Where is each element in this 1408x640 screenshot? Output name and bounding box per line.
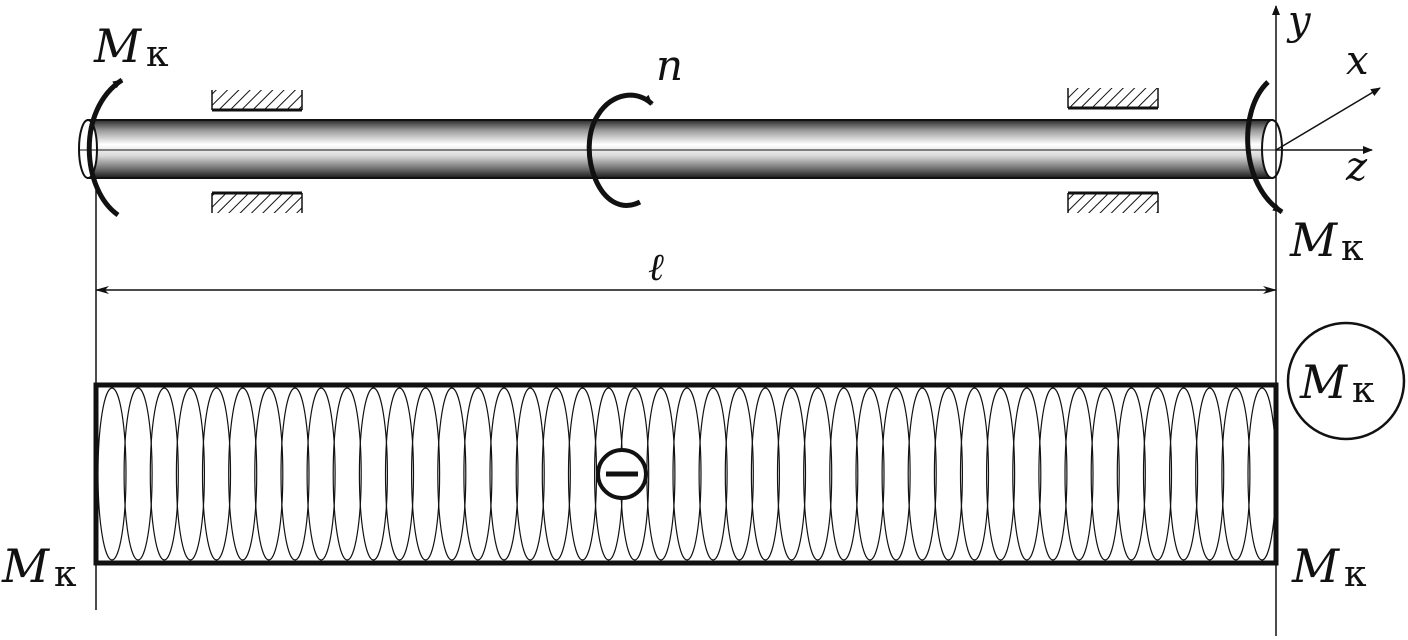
hatch-coil <box>306 387 336 561</box>
bearing-left <box>211 90 303 213</box>
hatch-coil <box>254 387 284 561</box>
svg-text:к: к <box>146 34 169 75</box>
hatch-coil <box>1038 387 1068 561</box>
hatch-coil <box>959 387 990 561</box>
bearing-right-top <box>1068 88 1158 108</box>
hatch-coil <box>724 387 754 561</box>
hatch-coil <box>933 387 964 561</box>
x-axis-line <box>1275 87 1381 151</box>
hatch-coil <box>384 387 415 561</box>
hatch-coil <box>541 387 571 561</box>
hatch-coil <box>201 387 232 561</box>
hatch-coil <box>280 387 310 561</box>
svg-text:к: к <box>54 554 77 595</box>
moment-label-bottom-left: M к <box>1 539 77 595</box>
hatch-coil <box>411 387 441 561</box>
torque-diagram <box>93 382 1279 566</box>
bearing-left-bottom <box>212 193 302 213</box>
moment-label-top-right: M к <box>1289 213 1364 269</box>
hatch-coil <box>228 387 258 561</box>
torque-arrow-right <box>1245 80 1284 215</box>
svg-text:M: M <box>93 19 143 73</box>
bearing-right-bottom <box>1068 193 1158 213</box>
svg-text:к: к <box>1344 554 1367 595</box>
hatch-coil <box>907 387 937 561</box>
hatch-coil <box>1064 387 1094 561</box>
hatch-coil <box>646 387 676 561</box>
hatch-coil <box>855 387 885 561</box>
torque-hatching <box>97 387 1277 561</box>
hatch-coil <box>698 387 728 561</box>
hatch-coil <box>1116 387 1146 561</box>
hatch-coil <box>750 387 781 561</box>
hatch-coil <box>1168 387 1199 561</box>
hatch-coil <box>123 387 153 561</box>
bearing-left-top <box>212 90 302 110</box>
axis-z-label: z <box>1345 144 1368 190</box>
hatch-coil <box>332 387 362 561</box>
shaft <box>78 119 1283 179</box>
hatch-coil <box>149 387 179 561</box>
axis-y-label: y <box>1286 0 1312 44</box>
hatch-coil <box>358 387 388 561</box>
hatch-coil <box>1090 387 1120 561</box>
hatch-coil <box>175 387 205 561</box>
rotation-arrow-center <box>586 92 654 208</box>
hatch-coil <box>515 387 545 561</box>
hatch-coil <box>1195 387 1225 561</box>
hatch-coil <box>1012 387 1042 561</box>
svg-text:к: к <box>1341 228 1364 269</box>
svg-text:M: M <box>1299 355 1349 409</box>
diagram-legend-circle: M к <box>1286 321 1406 441</box>
moment-label-top-left: M к <box>93 19 169 75</box>
hatch-coil <box>672 387 702 561</box>
shaft-body <box>87 119 1273 179</box>
moment-label-bottom-right: M к <box>1291 539 1367 595</box>
hatch-coil <box>881 387 911 561</box>
speed-label: n <box>656 41 683 90</box>
hatch-coil <box>1142 387 1173 561</box>
hatch-coil <box>463 387 493 561</box>
length-label: ℓ <box>648 245 664 289</box>
torque-arrow-left <box>86 77 124 218</box>
hatch-coil <box>1221 387 1251 561</box>
hatch-coil <box>567 387 598 561</box>
hatch-coil <box>776 387 807 561</box>
svg-text:M: M <box>1289 213 1339 267</box>
hatch-coil <box>829 387 859 561</box>
hatch-coil <box>489 387 519 561</box>
hatch-coil <box>985 387 1016 561</box>
hatch-coil <box>97 387 127 561</box>
torque-diagram-frame <box>93 382 1279 566</box>
axis-x-label: x <box>1346 38 1369 84</box>
hatch-coil <box>1247 387 1277 561</box>
svg-text:M: M <box>1 539 51 593</box>
hatch-coil <box>803 387 833 561</box>
svg-text:к: к <box>1352 370 1375 411</box>
svg-text:M: M <box>1291 539 1341 593</box>
bearing-right <box>1067 88 1159 213</box>
shaft-right-end <box>1261 119 1283 179</box>
hatch-coil <box>437 387 467 561</box>
